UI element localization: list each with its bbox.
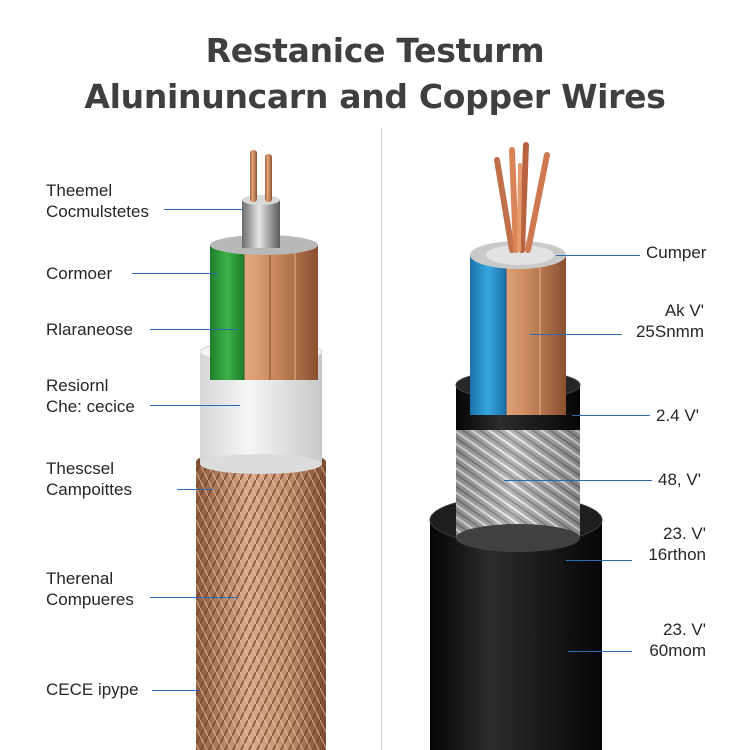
left-leader-line-5 [177, 489, 213, 490]
right-label-6: 23. V' 60mom [649, 620, 706, 660]
right-label-1: Cumper [646, 243, 707, 262]
left-cable [196, 150, 326, 750]
diagram-title: Restanice Testurm Aluninuncarn and Coppe… [0, 28, 750, 120]
right-leader-line-6 [568, 651, 632, 652]
left-leader-line-2 [132, 273, 218, 274]
left-label-3: Rlaraneose [46, 320, 133, 339]
left-braided-shield [196, 450, 326, 750]
left-label-1: Theemel Cocmulstetes [46, 181, 149, 221]
right-cable [429, 142, 603, 750]
left-leader-line-4 [150, 405, 240, 406]
left-leader-line-6 [150, 597, 238, 598]
left-leader-line-1 [164, 209, 244, 210]
right-label-5: 23. V' 16rthon [648, 524, 706, 564]
right-insulated-core [470, 241, 566, 415]
right-leader-line-1 [556, 255, 640, 256]
right-leader-line-5 [566, 560, 632, 561]
left-leader-line-3 [150, 329, 238, 330]
left-insulated-core [210, 235, 318, 380]
left-label-5: Thescsel Campoittes [46, 459, 132, 499]
right-leader-line-4 [504, 480, 652, 481]
left-label-7: CECE ipype [46, 680, 139, 699]
left-label-2: Cormoer [46, 264, 113, 283]
right-label-4: 48, V' [658, 470, 701, 489]
right-leader-line-2 [530, 334, 622, 335]
title-line-1: Restanice Testurm [205, 31, 545, 70]
left-copper-strands [250, 150, 272, 202]
right-label-3: 2.4 V' [656, 406, 699, 425]
left-leader-line-7 [152, 690, 200, 691]
right-copper-strands [494, 142, 550, 253]
right-metal-shield [456, 420, 580, 552]
left-label-4: Resiornl Che: cecice [46, 376, 135, 416]
right-leader-line-3 [572, 415, 650, 416]
title-line-2: Aluninuncarn and Copper Wires [84, 77, 666, 116]
left-label-6: Therenal Compueres [46, 569, 134, 609]
left-inner-conductor [242, 195, 280, 248]
center-divider [381, 128, 382, 750]
right-label-2: Ak V' 25Snmm [635, 301, 704, 341]
